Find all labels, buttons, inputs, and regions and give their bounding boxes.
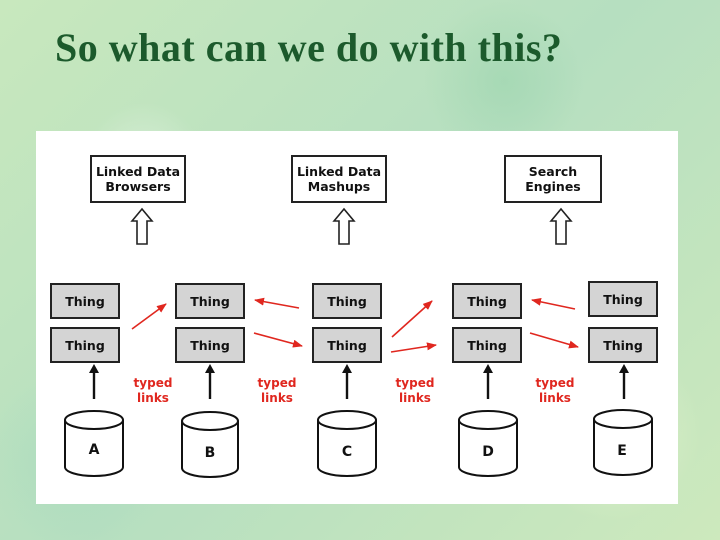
typed-links-line1: typed — [257, 376, 297, 390]
thing-c-top: Thing — [312, 283, 382, 319]
thing-e-bottom: Thing — [588, 327, 658, 363]
typed-links-label-2: typed links — [247, 376, 307, 406]
app-linked-data-browsers: Linked Data Browsers — [90, 155, 186, 203]
link-arrow-2 — [254, 297, 300, 309]
thing-a-bottom: Thing — [50, 327, 120, 363]
database-b — [181, 411, 239, 478]
thing-a-top: Thing — [50, 283, 120, 319]
up-arrow-search — [549, 207, 573, 245]
thing-b-top: Thing — [175, 283, 245, 319]
db-arrowhead-e — [619, 364, 629, 373]
thing-b-bottom: Thing — [175, 327, 245, 363]
app-search-engines: Search Engines — [504, 155, 602, 203]
link-arrow-5 — [390, 342, 437, 353]
db-arrowhead-d — [483, 364, 493, 373]
database-label-c: C — [341, 444, 353, 460]
link-arrow-1 — [131, 303, 167, 330]
thing-d-bottom: Thing — [452, 327, 522, 363]
database-label-d: D — [482, 444, 494, 460]
typed-links-line1: typed — [133, 376, 173, 390]
database-label-b: B — [204, 445, 216, 461]
database-label-e: E — [617, 443, 627, 459]
database-c — [317, 410, 377, 477]
typed-links-label-1: typed links — [123, 376, 183, 406]
db-arrowhead-a — [89, 364, 99, 373]
up-arrow-browsers — [130, 207, 154, 245]
app-label-line1: Linked Data — [95, 164, 181, 179]
app-label-line1: Linked Data — [296, 164, 382, 179]
typed-links-line2: links — [399, 391, 431, 405]
thing-d-top: Thing — [452, 283, 522, 319]
database-d — [458, 410, 518, 477]
thing-e-top: Thing — [588, 281, 658, 317]
link-arrow-3 — [253, 332, 303, 348]
db-arrowhead-b — [205, 364, 215, 373]
database-label-a: A — [88, 442, 100, 458]
typed-links-line2: links — [137, 391, 169, 405]
linked-data-diagram: Linked Data Browsers Linked Data Mashups… — [36, 131, 678, 504]
typed-links-line1: typed — [535, 376, 575, 390]
link-arrow-6 — [531, 297, 576, 310]
diagram-arrows — [64, 207, 653, 478]
link-arrow-7 — [529, 332, 579, 349]
thing-c-bottom: Thing — [312, 327, 382, 363]
typed-links-label-4: typed links — [525, 376, 585, 406]
app-label-line2: Browsers — [105, 179, 171, 194]
typed-links-label-3: typed links — [385, 376, 445, 406]
typed-links-line2: links — [539, 391, 571, 405]
app-linked-data-mashups: Linked Data Mashups — [291, 155, 387, 203]
app-label-line1: Search — [528, 164, 578, 179]
typed-links-line2: links — [261, 391, 293, 405]
database-e — [593, 409, 653, 476]
typed-links-line1: typed — [395, 376, 435, 390]
slide-title: So what can we do with this? — [55, 25, 563, 70]
db-arrowhead-c — [342, 364, 352, 373]
app-label-line2: Engines — [525, 179, 581, 194]
app-label-line2: Mashups — [307, 179, 371, 194]
database-a — [64, 410, 124, 477]
up-arrow-mashups — [332, 207, 356, 245]
link-arrow-4 — [391, 300, 433, 338]
